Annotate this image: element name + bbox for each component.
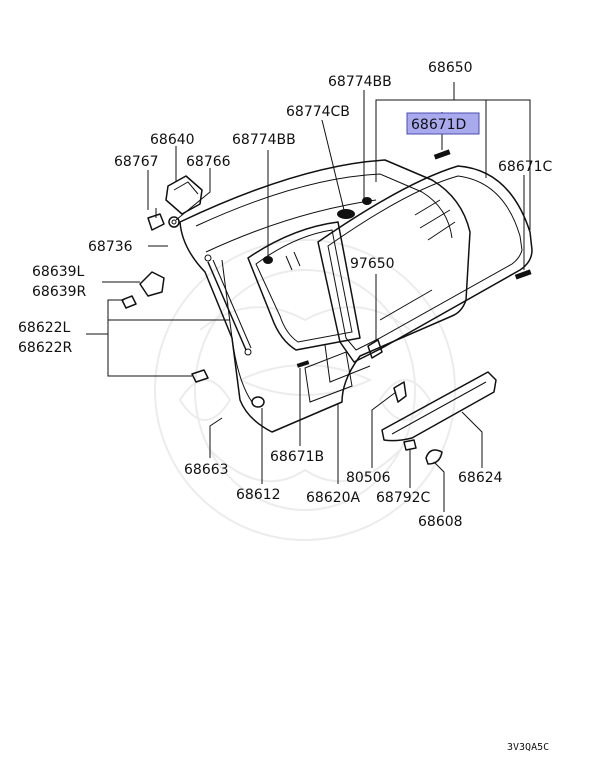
seal-pads [263, 149, 532, 368]
clip [393, 381, 407, 403]
label-68792c: 68792C [376, 490, 431, 506]
label-68639l: 68639L [32, 264, 85, 280]
label-68736: 68736 [88, 239, 133, 255]
strut-bracket [139, 271, 165, 297]
label-68640: 68640 [150, 132, 195, 148]
label-68671d: 68671D [411, 117, 466, 133]
diagram-code: 3V3QA5C [507, 742, 549, 753]
strut-bolt-upper [121, 295, 137, 309]
garnish-screw [403, 439, 417, 451]
label-68774bb-left: 68774BB [232, 132, 296, 148]
rear-window-glass [317, 165, 533, 363]
label-68766: 68766 [186, 154, 231, 170]
label-68774bb-top: 68774BB [328, 74, 392, 90]
label-68671c: 68671C [498, 159, 553, 175]
emblem [367, 339, 383, 359]
strut-bolt-lower [191, 369, 209, 383]
label-68671b: 68671B [270, 449, 324, 465]
label-68622r: 68622R [18, 340, 73, 356]
label-68612: 68612 [236, 487, 281, 503]
lower-garnish [381, 371, 497, 442]
part-labels: 68650 68774BB 68774CB 68671D 68640 68774… [18, 60, 553, 530]
label-97650: 97650 [350, 256, 395, 272]
label-68620a: 68620A [306, 490, 361, 506]
label-68650: 68650 [428, 60, 473, 76]
gas-strut [204, 254, 252, 356]
inner-window-frame [247, 221, 361, 351]
hinge-bolt [147, 208, 165, 231]
label-68622l: 68622L [18, 320, 71, 336]
rubber-bumper [251, 396, 265, 408]
label-68608: 68608 [418, 514, 463, 530]
highlight-box [406, 112, 480, 135]
label-68639r: 68639R [32, 284, 87, 300]
label-68774cb: 68774CB [286, 104, 350, 120]
hinge-nut [168, 216, 180, 228]
garnish-cap [425, 449, 443, 465]
hinge [165, 175, 203, 215]
label-68663: 68663 [184, 462, 229, 478]
tailgate-panel [179, 159, 471, 433]
label-68767: 68767 [114, 154, 159, 170]
label-80506: 80506 [346, 470, 391, 486]
label-68624: 68624 [458, 470, 503, 486]
